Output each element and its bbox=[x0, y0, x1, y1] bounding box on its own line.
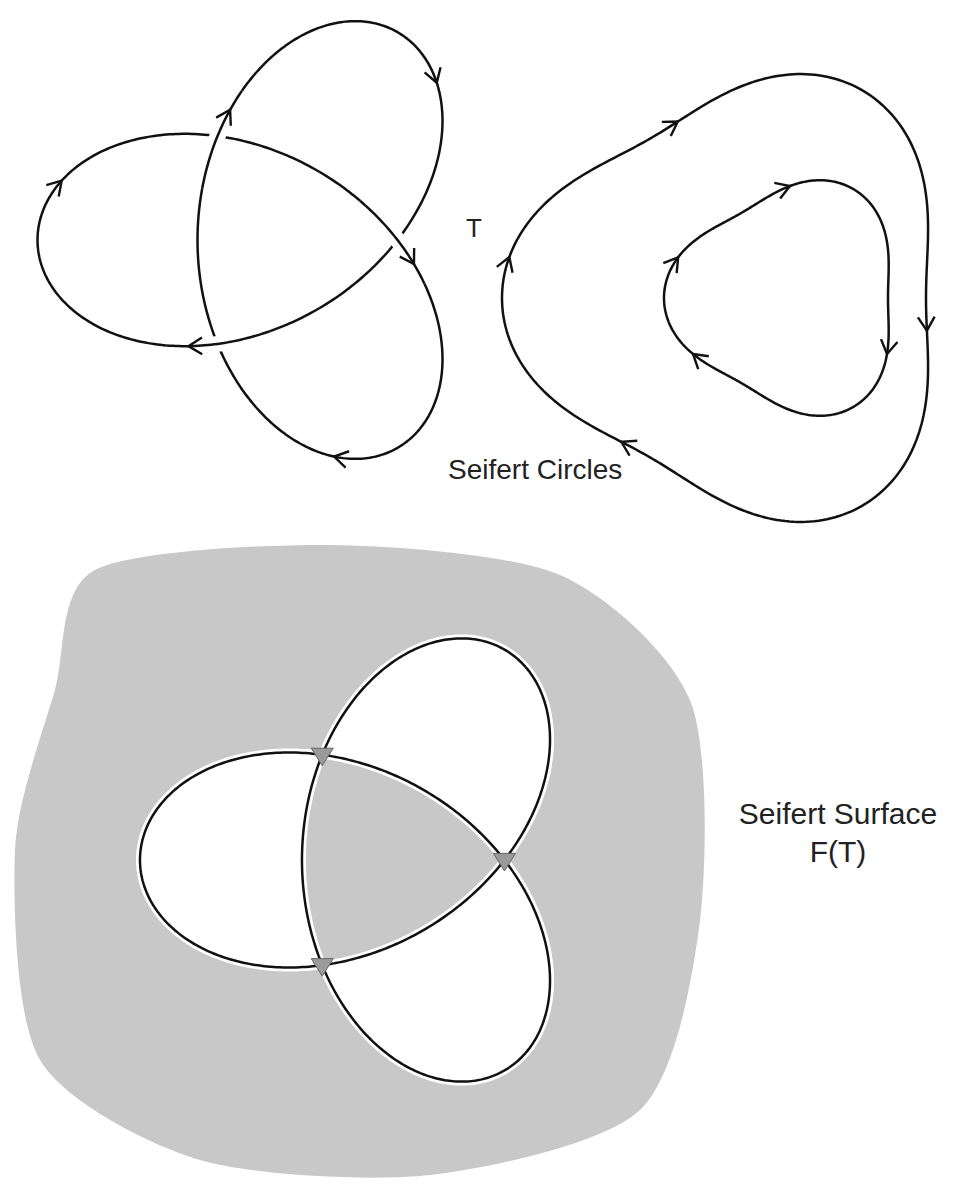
direction-arrow bbox=[662, 122, 678, 136]
twisted-band bbox=[311, 959, 333, 977]
direction-arrow bbox=[497, 257, 513, 273]
direction-arrow bbox=[188, 338, 202, 355]
over-strand bbox=[360, 201, 424, 284]
direction-arrow bbox=[918, 317, 935, 331]
direction-arrow bbox=[881, 339, 897, 354]
seifert-surface bbox=[14, 545, 704, 1178]
direction-arrow bbox=[621, 441, 637, 456]
knot-name: T bbox=[466, 212, 482, 245]
twisted-band bbox=[311, 748, 333, 766]
direction-arrow bbox=[693, 354, 709, 369]
direction-arrow bbox=[334, 451, 349, 467]
inner-seifert-circle bbox=[664, 180, 889, 416]
panel-caption: Seifert Circles bbox=[448, 452, 622, 487]
crossing-gap bbox=[202, 91, 241, 188]
crossing-gap bbox=[166, 331, 270, 346]
direction-arrow bbox=[663, 257, 678, 273]
direction-arrow bbox=[774, 183, 790, 199]
knot-strand bbox=[38, 21, 443, 459]
twisted-band bbox=[493, 853, 515, 871]
crossing-gap bbox=[360, 201, 424, 284]
direction-arrow bbox=[216, 110, 231, 126]
over-strand bbox=[202, 91, 241, 188]
surface-ground bbox=[14, 545, 704, 1178]
direction-arrow bbox=[46, 181, 61, 197]
over-strand bbox=[166, 331, 270, 346]
surface-hole bbox=[140, 638, 550, 1081]
trefoil-knot bbox=[38, 21, 443, 467]
surface-boundary bbox=[140, 638, 550, 1081]
direction-arrow bbox=[425, 67, 441, 83]
direction-arrow bbox=[400, 248, 414, 264]
panel-caption: Seifert Surface F(T) bbox=[708, 795, 968, 870]
